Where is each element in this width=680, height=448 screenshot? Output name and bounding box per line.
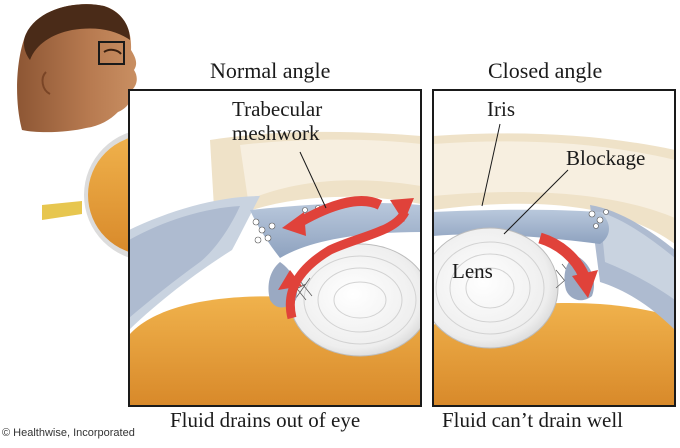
normal-angle-panel [128,89,422,407]
label-lens: Lens [452,259,493,283]
label-iris: Iris [487,97,515,121]
copyright-credit: © Healthwise, Incorporated [2,427,135,439]
heading-normal-angle: Normal angle [210,58,331,83]
head-illustration [17,4,137,133]
heading-closed-angle: Closed angle [488,58,603,83]
label-blockage: Blockage [566,146,646,170]
closed-angle-panel [432,89,676,407]
label-trabecular-line2: meshwork [232,121,320,145]
caption-closed: Fluid can’t drain well [442,408,623,432]
caption-normal: Fluid drains out of eye [170,408,361,432]
label-trabecular-line1: Trabecular [232,97,323,121]
eye-zoom-box [98,41,125,65]
